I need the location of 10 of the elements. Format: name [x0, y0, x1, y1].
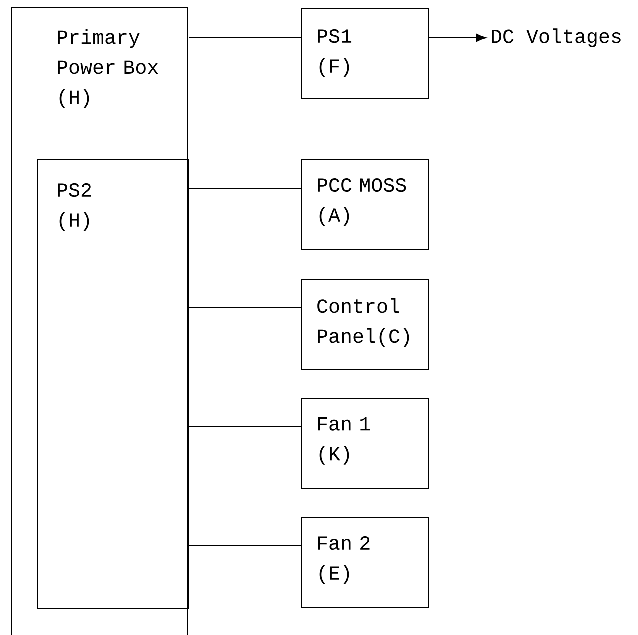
connector: [188, 426, 302, 428]
unit-box: Fan 1 (K): [301, 398, 429, 489]
unit-box: Control Panel(C): [301, 279, 429, 370]
connector: [428, 34, 486, 42]
unit-box: PS2 (H): [37, 159, 189, 609]
unit-box: Fan 2 (E): [301, 517, 429, 608]
output-label: DC Voltages: [492, 28, 621, 48]
unit-box: PS1 (F): [301, 8, 429, 99]
unit-box: PCC MOSS (A): [301, 159, 429, 250]
connector: [188, 188, 302, 190]
